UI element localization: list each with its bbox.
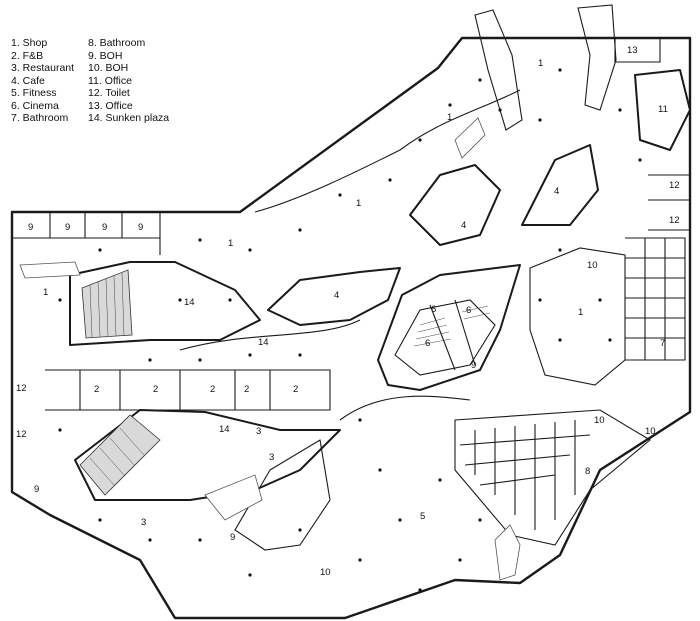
room-label: 13 bbox=[627, 45, 638, 56]
toilet-rooms bbox=[648, 174, 691, 231]
room-label: 3 bbox=[256, 426, 261, 437]
room-label: 2 bbox=[244, 384, 249, 395]
legend-item-office-13: 13. Office bbox=[88, 99, 133, 112]
legend-item-boh-9: 9. BOH bbox=[88, 49, 123, 62]
room-label: 9 bbox=[65, 222, 70, 233]
room-label: 12 bbox=[16, 383, 27, 394]
room-label: 1 bbox=[447, 112, 452, 123]
void-left bbox=[19, 261, 81, 279]
legend-item-bathroom-7: 7. Bathroom bbox=[11, 112, 69, 124]
room-label: 4 bbox=[554, 186, 559, 197]
room-label: 2 bbox=[210, 384, 215, 395]
right-service-grid bbox=[625, 237, 686, 361]
legend-item-cinema: 6. Cinema bbox=[11, 99, 59, 112]
left-boh-rooms bbox=[12, 212, 161, 255]
room-label: 12 bbox=[669, 215, 680, 226]
room-label: 6 bbox=[466, 305, 471, 316]
fnb-row bbox=[45, 369, 331, 411]
legend-item-office-11: 11. Office bbox=[88, 74, 132, 87]
lower-right-service-grid bbox=[454, 409, 651, 546]
room-label: 14 bbox=[219, 424, 230, 435]
room-label: 14 bbox=[184, 297, 195, 308]
room-label: 10 bbox=[594, 415, 605, 426]
cinema-island bbox=[377, 264, 521, 391]
legend-item-toilet: 12. Toilet bbox=[88, 87, 130, 99]
room-label: 6 bbox=[431, 304, 436, 315]
stair-upper-treads bbox=[89, 272, 125, 338]
room-label: 3 bbox=[269, 452, 274, 463]
north-void-right bbox=[577, 4, 617, 111]
cinema-seating bbox=[413, 305, 491, 347]
room-label: 3 bbox=[141, 517, 146, 528]
room-label: 1 bbox=[578, 307, 583, 318]
office-11-void bbox=[634, 69, 691, 151]
room-label: 10 bbox=[645, 426, 656, 437]
room-label: 1 bbox=[356, 198, 361, 209]
cafe-island-b bbox=[409, 164, 501, 246]
room-label: 10 bbox=[320, 567, 331, 578]
office-13-room bbox=[614, 37, 661, 63]
north-void-left bbox=[474, 9, 523, 131]
cinema-halls bbox=[394, 299, 496, 376]
room-label: 9 bbox=[34, 484, 39, 495]
restaurant-wedge bbox=[234, 439, 331, 551]
outer-wall bbox=[10, 36, 692, 620]
corridor-curves bbox=[179, 89, 521, 421]
void-shop-upper bbox=[454, 117, 486, 159]
right-shop-block bbox=[529, 247, 626, 386]
room-label: 2 bbox=[153, 384, 158, 395]
room-label: 8 bbox=[585, 466, 590, 477]
room-label: 7 bbox=[660, 338, 665, 349]
room-label: 12 bbox=[16, 429, 27, 440]
room-label: 4 bbox=[461, 220, 466, 231]
fitness-void bbox=[494, 524, 521, 581]
legend-item-bathroom-8: 8. Bathroom bbox=[88, 37, 146, 49]
room-label: 9 bbox=[28, 222, 33, 233]
room-label: 9 bbox=[138, 222, 143, 233]
room-label: 11 bbox=[658, 104, 668, 115]
legend: 1. Shop 2. F&B 3. Restaurant 4. Cafe 5. … bbox=[11, 37, 181, 127]
cafe-island-a bbox=[267, 267, 401, 326]
legend-item-boh-10: 10. BOH bbox=[88, 62, 129, 74]
room-label: 10 bbox=[587, 260, 598, 271]
room-label: 12 bbox=[669, 180, 680, 191]
room-label: 1 bbox=[43, 287, 48, 298]
room-label: 14 bbox=[258, 337, 269, 348]
cafe-island-c bbox=[521, 144, 599, 226]
room-label: 5 bbox=[420, 511, 425, 522]
room-label: 1 bbox=[228, 238, 233, 249]
room-labels: 1 1 1 1 1 1 2 2 2 2 2 3 3 3 4 4 4 5 6 6 … bbox=[16, 45, 680, 578]
room-label: 2 bbox=[293, 384, 298, 395]
room-label: 9 bbox=[102, 222, 107, 233]
room-label: 4 bbox=[334, 290, 339, 301]
room-label: 9 bbox=[471, 360, 476, 371]
room-label: 9 bbox=[230, 532, 235, 543]
room-label: 1 bbox=[538, 58, 543, 69]
stair-lower bbox=[79, 414, 161, 496]
legend-item-fitness: 5. Fitness bbox=[11, 87, 57, 99]
stair-lower-treads bbox=[89, 427, 145, 486]
room-label: 2 bbox=[94, 384, 99, 395]
legend-item-restaurant: 3. Restaurant bbox=[11, 62, 75, 74]
void-restaurant bbox=[204, 474, 263, 521]
legend-item-cafe: 4. Cafe bbox=[11, 74, 45, 87]
legend-item-sunken-plaza: 14. Sunken plaza bbox=[88, 112, 170, 124]
legend-item-shop: 1. Shop bbox=[11, 37, 48, 49]
legend-item-fnb: 2. F&B bbox=[11, 49, 44, 62]
room-label: 6 bbox=[425, 338, 430, 349]
column-dots bbox=[58, 68, 642, 592]
